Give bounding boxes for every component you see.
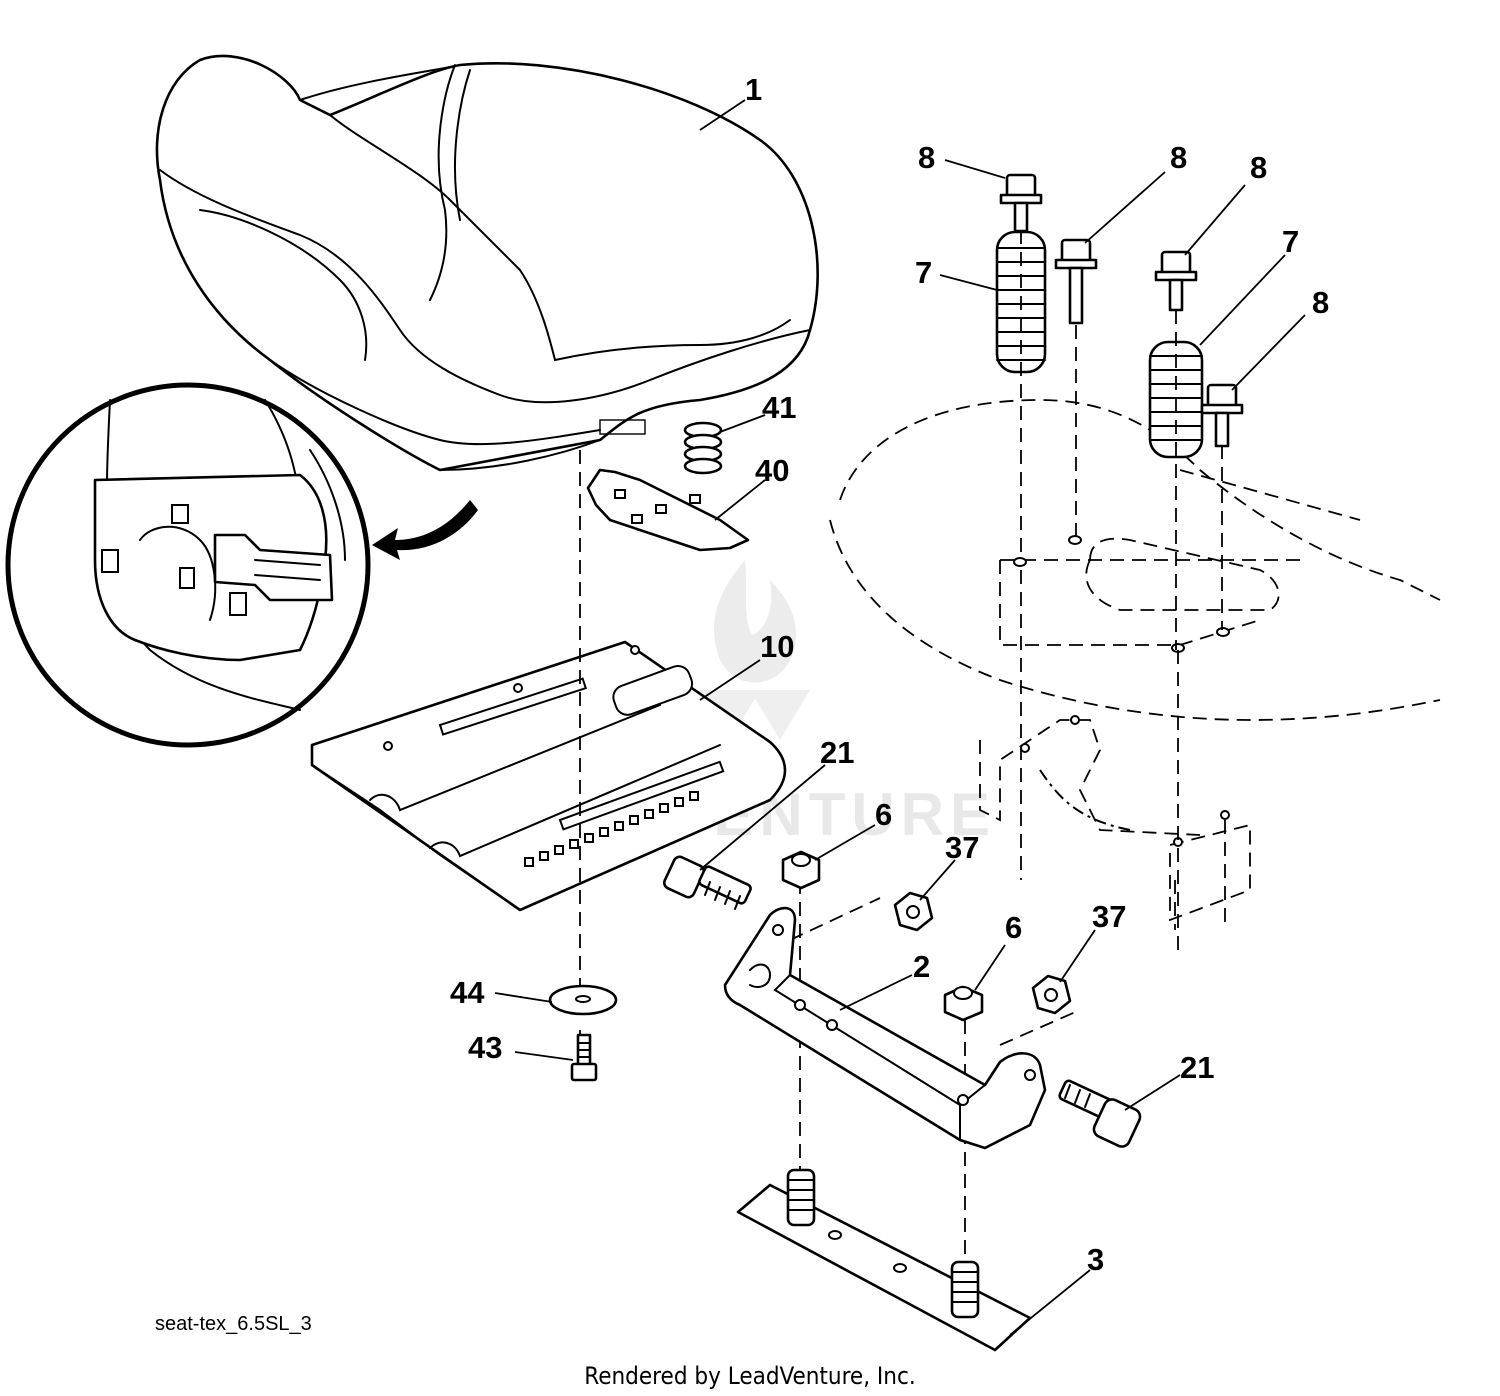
drawing-code: seat-tex_6.5SL_3 — [155, 1313, 312, 1335]
washer-part-44 — [548, 984, 618, 1016]
seat-part-1 — [155, 54, 819, 472]
bolt-part-8-a — [999, 173, 1043, 233]
callout-44: 44 — [450, 975, 485, 1010]
callout-10: 10 — [760, 629, 794, 664]
callout-6-upper: 6 — [875, 797, 892, 832]
plate-part-3 — [736, 1168, 1032, 1352]
seat-pan-part-10 — [310, 640, 787, 912]
nut-part-37-lower — [1031, 974, 1072, 1015]
pan-slot-row — [524, 791, 699, 867]
clip-part-40 — [586, 468, 750, 552]
nut-part-6-upper — [781, 850, 821, 890]
callout-43: 43 — [468, 1030, 502, 1065]
frame-holes — [1013, 535, 1230, 847]
bolt-part-21-right — [1058, 1079, 1142, 1148]
callout-40: 40 — [755, 453, 789, 488]
callout-3: 3 — [1087, 1242, 1104, 1277]
bolt-part-21-left — [662, 855, 752, 910]
callout-8-a: 8 — [918, 140, 935, 175]
callout-8-c: 8 — [1250, 150, 1267, 185]
nut-part-37-upper — [893, 891, 934, 932]
leader-lines — [494, 99, 1306, 1336]
callout-21-lower: 21 — [1180, 1050, 1214, 1085]
callout-37-upper: 37 — [945, 830, 979, 865]
callout-labels: 1 8 8 8 7 7 8 41 40 10 21 6 37 6 37 2 21… — [450, 72, 1329, 1277]
bracket-part-2 — [723, 906, 1047, 1150]
tractor-frame-outline — [829, 399, 1441, 930]
callout-7-right: 7 — [1282, 224, 1299, 259]
callout-1: 1 — [745, 72, 762, 107]
callout-41: 41 — [762, 390, 796, 425]
bolt-part-43 — [570, 1033, 598, 1082]
callout-21-upper: 21 — [820, 735, 854, 770]
bolt-part-8-b — [1054, 238, 1098, 325]
callout-7-left: 7 — [915, 255, 932, 290]
nut-part-6-lower — [943, 985, 984, 1022]
spring-part-41 — [683, 421, 723, 475]
detail-inset — [5, 382, 478, 748]
callout-8-b: 8 — [1170, 140, 1187, 175]
callout-8-d: 8 — [1312, 285, 1329, 320]
callout-2: 2 — [913, 949, 930, 984]
bolt-part-8-c — [1154, 250, 1198, 312]
callout-37-lower: 37 — [1092, 899, 1126, 934]
bolt-part-8-d — [1200, 383, 1244, 448]
footer-credit: Rendered by LeadVenture, Inc. — [584, 1362, 915, 1390]
callout-6-lower: 6 — [1005, 910, 1022, 945]
